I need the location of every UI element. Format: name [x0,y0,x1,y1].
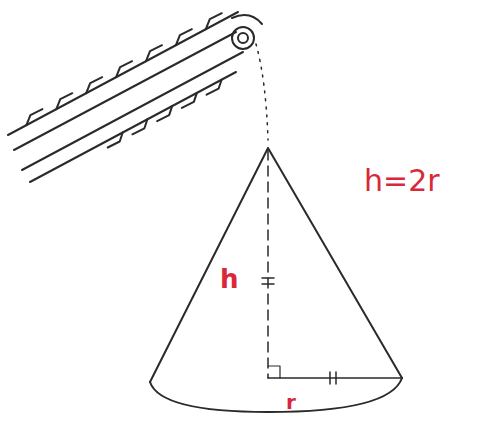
cleat [116,61,132,77]
roller-axle [238,33,248,43]
cleat [146,45,162,61]
cone-axis [267,150,269,378]
cleat [108,133,123,148]
cleat [206,13,222,29]
cleat [26,109,42,125]
conveyor-bottom-edge [22,52,243,170]
cleat [176,29,192,45]
cleat [56,93,72,109]
radius-label: r [286,392,296,412]
height-ticks [262,278,274,284]
roller-guard [232,15,262,24]
cleat [182,93,197,108]
belt-cleats [26,13,221,147]
cleat [86,77,102,93]
cone-base [150,378,402,412]
roller [232,27,254,49]
cleat [132,119,147,134]
cone-radius [268,377,402,379]
cleat [157,106,172,121]
falling-sand [256,44,268,140]
right-angle [268,366,280,378]
radius-ticks [330,372,336,384]
conveyor-under-line [30,72,236,182]
cleat [207,80,222,95]
height-label: h [220,266,239,292]
relation-note: h=2r [364,166,440,196]
